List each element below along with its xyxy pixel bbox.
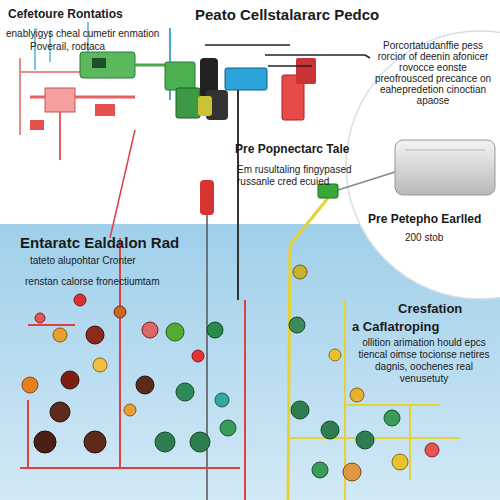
red-pipe	[20, 467, 240, 469]
cell	[220, 420, 236, 436]
cell	[86, 326, 104, 344]
yellow-pipe	[288, 245, 290, 500]
red-unit	[296, 58, 316, 84]
diagram-title: Peato Cellstalararc Pedco	[195, 6, 379, 23]
cell	[343, 463, 361, 481]
heading-label: a Caflatroping	[352, 320, 439, 335]
cell	[124, 404, 136, 416]
note-label: ollition arimation hould epcs tiencal oi…	[350, 337, 498, 385]
pink-unit	[45, 88, 75, 112]
red-pipe	[27, 400, 29, 468]
circle-shape	[346, 31, 500, 299]
cell	[329, 349, 341, 361]
wire	[268, 65, 312, 67]
red-pipe	[28, 324, 75, 326]
cell	[136, 376, 154, 394]
note-label: Em rusultaling fingypased russanle cred …	[237, 164, 387, 188]
cell	[34, 431, 56, 453]
cell	[142, 322, 158, 338]
yellow-pipe	[345, 404, 440, 406]
red-valve	[30, 120, 44, 130]
cell	[61, 371, 79, 389]
cell	[289, 317, 305, 333]
cell	[166, 323, 184, 341]
pink-pipe	[20, 71, 80, 73]
cell	[356, 431, 374, 449]
unit-panel	[92, 58, 106, 68]
vertical-pipe	[237, 90, 239, 300]
cell	[425, 443, 439, 457]
cell	[215, 393, 229, 407]
cell	[176, 383, 194, 401]
cell	[312, 462, 328, 478]
cell	[74, 294, 86, 306]
heading-label: Entaratc Ealdalon Rad	[20, 234, 179, 251]
cell	[114, 306, 126, 318]
wire	[265, 54, 365, 56]
grey-device	[395, 140, 495, 195]
note-label: enablyigys cheal cumetir enmation	[6, 28, 159, 40]
node-text: 200 stob	[405, 232, 443, 244]
note-label: Poverail, rodtaca	[30, 41, 105, 53]
green-unit	[176, 88, 200, 118]
cell	[93, 358, 107, 372]
red-valve	[95, 104, 115, 116]
red-cylinder	[200, 180, 214, 215]
heading-label: Cresfation	[398, 302, 462, 317]
red-pipe	[119, 238, 121, 468]
cell	[293, 265, 307, 279]
cell	[207, 322, 223, 338]
device-groove	[405, 149, 485, 151]
cell	[53, 328, 67, 342]
pink-pipe	[19, 58, 21, 135]
yellow-cylinder	[198, 96, 212, 116]
yellow-pipe	[290, 198, 328, 245]
cell	[392, 454, 408, 470]
cell	[350, 388, 364, 402]
yellow-pipe	[409, 405, 411, 480]
red-pipe	[244, 300, 246, 500]
vertical-pipe	[206, 215, 208, 500]
green-unit	[80, 52, 135, 78]
note-label: tateto alupohtar Cronter	[30, 255, 136, 267]
green-unit	[165, 62, 195, 90]
blue-unit	[225, 68, 267, 90]
node-heading: Pre Petepho Earlled	[368, 213, 481, 227]
wire-head	[365, 55, 370, 58]
cell	[192, 350, 204, 362]
cell	[291, 401, 309, 419]
cell	[22, 377, 38, 393]
cell	[155, 432, 175, 452]
cell	[190, 432, 210, 452]
cell	[50, 402, 70, 422]
cell	[84, 431, 106, 453]
cell	[384, 410, 400, 426]
heading-label: Cefetoure Rontatios	[8, 8, 123, 22]
heading-label: Pre Popnectarc Tale	[235, 143, 350, 157]
cell	[35, 313, 45, 323]
cell	[321, 421, 339, 439]
note-label: renstan calorse fronectiumtam	[25, 276, 160, 288]
wire	[205, 44, 290, 46]
leader-line	[110, 130, 135, 238]
note-label: Porcortatudanffie pess rorcior of deenin…	[370, 40, 496, 106]
